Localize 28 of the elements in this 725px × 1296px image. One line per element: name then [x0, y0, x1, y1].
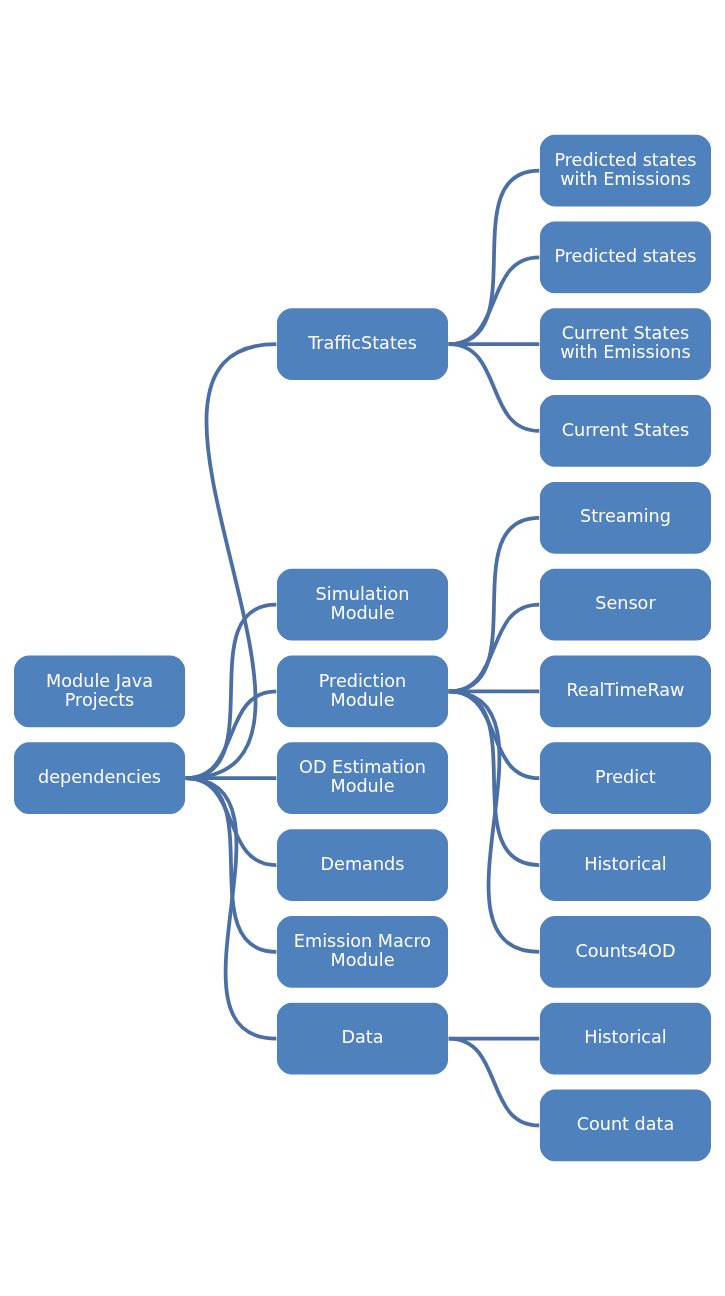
node-box: Historical	[538, 827, 713, 903]
node-box: RealTimeRaw	[538, 654, 713, 729]
connector	[448, 515, 540, 694]
connector	[185, 776, 277, 1041]
node-box: Historical	[538, 1001, 713, 1076]
node-box: Current States with Emissions	[538, 307, 713, 382]
node-box: Count data	[538, 1088, 713, 1163]
connector	[448, 689, 540, 954]
node-box: Emission Macro Module	[275, 914, 450, 989]
connector	[448, 602, 540, 694]
connector	[185, 776, 277, 954]
connector	[448, 1036, 540, 1128]
node-box: TrafficStates	[275, 307, 450, 382]
node-box: Simulation Module	[275, 567, 450, 642]
node-box: Sensor	[538, 567, 713, 642]
node-box: Demands	[275, 827, 450, 903]
node-box: Prediction Module	[275, 654, 450, 729]
node-box: Counts4OD	[538, 914, 713, 989]
node-box: Streaming	[538, 480, 713, 555]
node-box: Module Java Projects	[12, 654, 187, 729]
node-box: Current States	[538, 393, 713, 469]
node-box: Predict	[538, 741, 713, 816]
node-box: Predicted states with Emissions	[538, 133, 713, 208]
connector	[448, 342, 540, 433]
node-box: Predicted states	[538, 220, 713, 295]
node-box: dependencies	[12, 741, 187, 816]
node-box: OD Estimation Module	[275, 741, 450, 816]
node-box: Data	[275, 1001, 450, 1076]
